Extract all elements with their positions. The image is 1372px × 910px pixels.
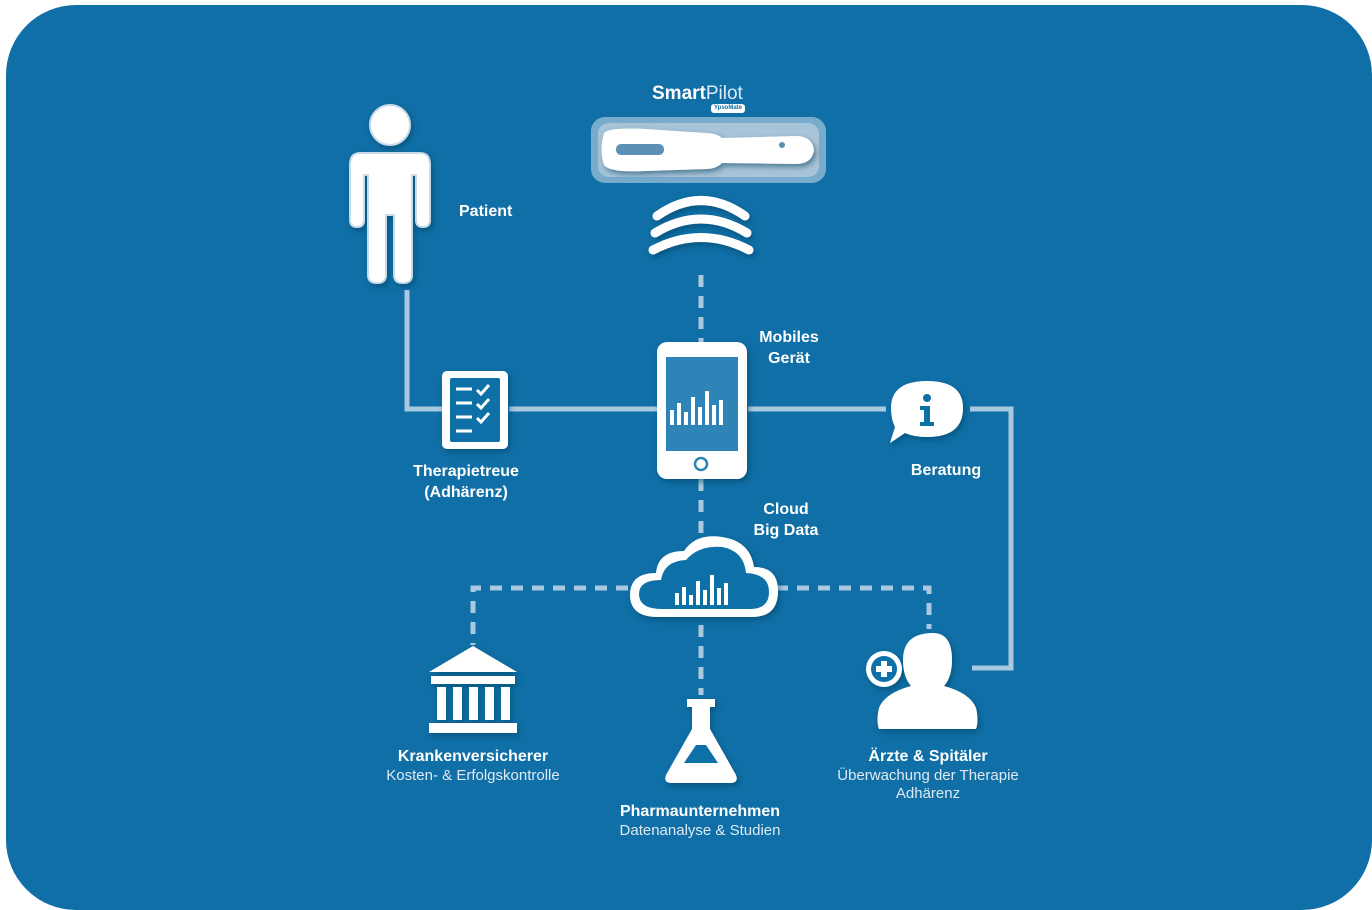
mobile-label-line1: Mobiles <box>759 329 819 346</box>
cloud-label-line2: Big Data <box>753 522 819 539</box>
mobile-label-line2: Gerät <box>768 350 810 367</box>
diagram-panel: SmartPilot YpsoMate Patient Mobiles Gerä… <box>6 5 1372 910</box>
person-icon <box>349 104 431 285</box>
brand-strong: Smart <box>652 83 706 104</box>
checklist-icon <box>442 371 508 449</box>
insurer-subtitle: Kosten- & Erfolgskontrolle <box>386 767 560 784</box>
brand-badge: YpsoMate <box>711 104 746 113</box>
therapy-label-line2: (Adhärenz) <box>424 484 508 501</box>
therapy-label-line1: Therapietreue <box>413 463 519 480</box>
pharma-label: Pharmaunternehmen Datenanalyse & Studien <box>620 801 781 840</box>
doctors-subtitle-line1: Überwachung der Therapie <box>837 767 1019 784</box>
patient-label: Patient <box>459 203 513 220</box>
pharma-subtitle: Datenanalyse & Studien <box>619 822 781 839</box>
counsel-label: Beratung <box>910 462 982 479</box>
info-bubble-icon <box>890 381 963 443</box>
bank-building-icon <box>429 646 517 733</box>
patient-to-therapy-line <box>404 290 444 412</box>
smartphone-chart-icon <box>657 342 747 479</box>
doctors-label: Ärzte & Spitäler Überwachung der Therapi… <box>837 746 1019 803</box>
smartpilot-logo: SmartPilot <box>652 83 743 105</box>
cloud-label-line1: Cloud <box>763 501 809 518</box>
wireless-signal-icon <box>648 196 754 255</box>
injector-pen-icon <box>591 117 826 183</box>
doctors-title: Ärzte & Spitäler <box>868 748 988 765</box>
mobile-label: Mobiles Gerät <box>759 327 819 369</box>
connectors <box>404 275 1014 695</box>
insurer-label: Krankenversicherer Kosten- & Erfolgskont… <box>386 746 559 785</box>
doctors-subtitle-line2: Adhärenz <box>895 785 961 802</box>
flask-icon <box>665 699 737 783</box>
doctor-plus-icon <box>866 633 978 729</box>
therapy-label: Therapietreue (Adhärenz) <box>413 461 519 503</box>
insurer-title: Krankenversicherer <box>397 748 549 765</box>
cloud-label: Cloud Big Data <box>754 499 819 541</box>
cloud-chart-icon <box>630 536 778 617</box>
counsel-to-doctors-line <box>970 406 1014 671</box>
brand-thin: Pilot <box>705 83 743 104</box>
cloud-to-doctors-dashed-line <box>776 585 932 629</box>
diagram-canvas <box>349 104 1014 783</box>
cloud-to-insurer-dashed-line <box>470 585 628 645</box>
pharma-title: Pharmaunternehmen <box>619 803 781 820</box>
